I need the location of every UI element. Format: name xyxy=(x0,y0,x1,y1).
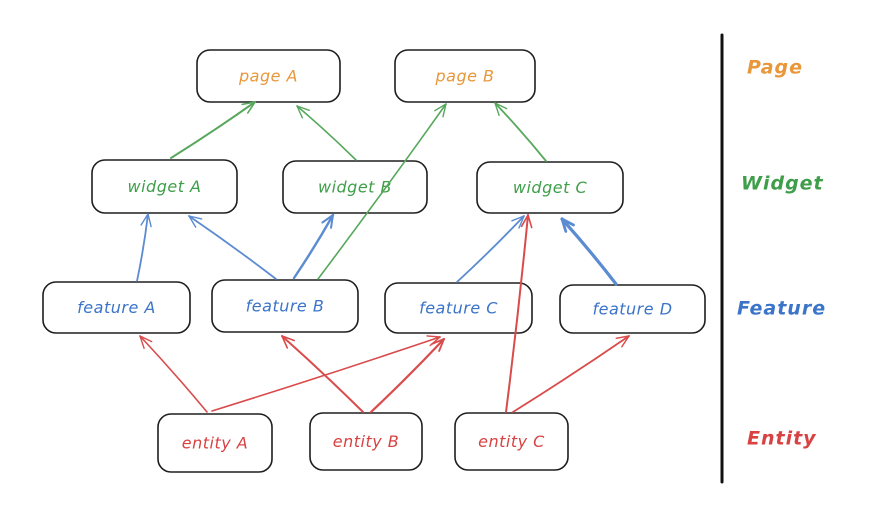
node-entity-a xyxy=(157,413,273,473)
node-label-page-a: page A xyxy=(238,67,298,86)
edge-widget-b-to-page-a-arrowhead-icon xyxy=(296,105,310,119)
node-label-feature-b: feature B xyxy=(246,297,325,316)
node-label-entity-a: entity A xyxy=(182,434,248,453)
legend-label-feature: Feature xyxy=(737,298,826,320)
edge-widget-a-to-page-a-arrowhead-icon xyxy=(241,101,256,114)
edge-feature-b-to-widget-a-arrowhead-icon xyxy=(188,215,203,228)
node-page-b xyxy=(394,49,536,103)
edge-entity-b-to-feature-c-arrowhead-icon xyxy=(431,338,445,352)
node-label-feature-a: feature A xyxy=(77,298,156,317)
edge-feature-b-to-widget-a xyxy=(188,215,277,280)
edge-entity-b-to-feature-b xyxy=(281,335,364,413)
node-label-entity-c: entity C xyxy=(478,432,545,451)
edge-feature-b-to-widget-b-arrowhead-icon xyxy=(321,214,334,229)
node-feature-a xyxy=(42,281,191,334)
node-page-a xyxy=(196,49,341,103)
edge-feature-a-to-widget-a-arrowhead-icon xyxy=(140,213,152,228)
edge-entity-a-to-feature-a xyxy=(139,335,208,413)
edge-feature-c-to-widget-c xyxy=(456,215,525,283)
legend-label-widget: Widget xyxy=(741,173,824,195)
edge-entity-a-to-feature-c xyxy=(211,336,441,412)
edge-feature-d-to-widget-c-arrowhead-icon xyxy=(560,217,575,233)
node-widget-a xyxy=(91,159,238,214)
edge-entity-c-to-widget-c xyxy=(505,214,529,413)
node-entity-b xyxy=(309,412,423,471)
edge-entity-a-to-feature-a-arrowhead-icon xyxy=(139,335,153,349)
edge-feature-a-to-widget-a xyxy=(136,213,149,282)
edge-feature-d-to-widget-c xyxy=(560,217,618,286)
node-label-widget-a: widget A xyxy=(128,177,202,196)
edge-feature-b-to-page-b-arrowhead-icon xyxy=(434,103,447,118)
node-widget-c xyxy=(476,161,624,214)
edge-feature-b-to-widget-b xyxy=(292,213,335,280)
edge-entity-b-to-feature-c xyxy=(369,337,446,414)
node-label-feature-c: feature C xyxy=(419,299,498,318)
legend-label-entity: Entity xyxy=(747,428,817,450)
edge-entity-c-to-widget-c-arrowhead-icon xyxy=(520,214,533,229)
node-label-widget-b: widget B xyxy=(318,178,392,197)
node-label-feature-d: feature D xyxy=(592,300,672,319)
edge-widget-c-to-page-b xyxy=(494,102,547,162)
node-feature-c xyxy=(384,282,533,334)
node-label-entity-b: entity B xyxy=(333,432,400,451)
edge-entity-c-to-feature-d-arrowhead-icon xyxy=(615,335,630,348)
node-feature-b xyxy=(211,279,359,333)
edge-feature-c-to-widget-c-arrowhead-icon xyxy=(511,215,525,229)
node-label-page-b: page B xyxy=(434,67,494,86)
node-label-widget-c: widget C xyxy=(513,178,588,197)
node-widget-b xyxy=(282,160,428,214)
edge-widget-a-to-page-a xyxy=(170,101,256,159)
edge-feature-b-to-page-b xyxy=(317,103,447,280)
edge-widget-c-to-page-b-arrowhead-icon xyxy=(494,102,508,116)
node-feature-d xyxy=(559,284,706,334)
node-entity-c xyxy=(454,412,569,471)
edge-widget-b-to-page-a xyxy=(296,105,357,161)
legend-label-page: Page xyxy=(747,57,803,79)
edge-entity-b-to-feature-b-arrowhead-icon xyxy=(281,335,295,349)
edge-entity-c-to-feature-d xyxy=(512,335,630,413)
